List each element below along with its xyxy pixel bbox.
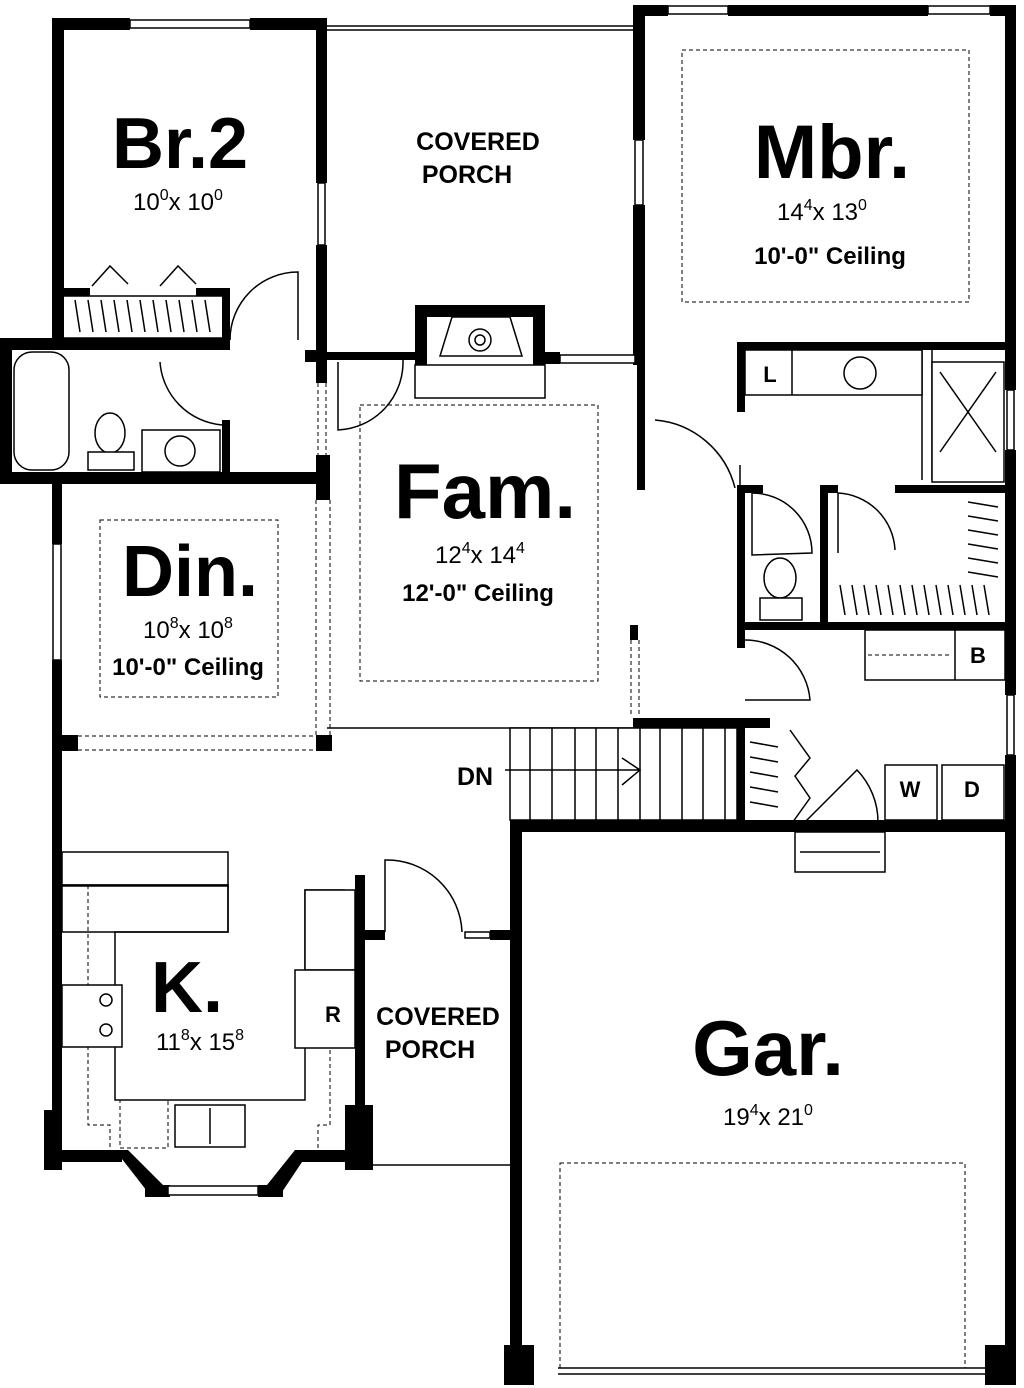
porch-label: COVERED (376, 1003, 500, 1031)
room-fam: Fam. 124x 144 12'-0" Ceiling (394, 447, 576, 607)
room-name: Br.2 (112, 104, 248, 184)
room-br2: Br.2 100x 100 (112, 104, 248, 216)
room-name: Mbr. (754, 110, 910, 195)
porch-label: PORCH (422, 161, 512, 189)
porch-label: PORCH (385, 1036, 475, 1064)
bench-label: B (970, 643, 986, 668)
porch-label: COVERED (416, 128, 540, 156)
room-din: Din. 108x 108 10'-0" Ceiling (112, 532, 264, 681)
room-kitchen: K. 118x 158 (151, 948, 244, 1056)
walls (0, 5, 1016, 1385)
room-name: Fam. (394, 447, 576, 535)
ceiling-height: 12'-0" Ceiling (402, 580, 554, 607)
room-mbr: Mbr. 144x 130 10'-0" Ceiling (754, 110, 910, 270)
room-name: Gar. (692, 1004, 844, 1092)
room-name: K. (151, 948, 223, 1028)
ceiling-height: 10'-0" Ceiling (754, 243, 906, 270)
room-name: Din. (122, 532, 258, 612)
linen-label: L (763, 362, 776, 387)
washer-label: W (900, 777, 921, 802)
fixtures (13, 49, 1006, 1150)
refrigerator-label: R (325, 1002, 341, 1027)
room-dimensions: 100x 100 (133, 187, 223, 216)
room-dimensions: 144x 130 (777, 197, 867, 226)
covered-porch-rear: COVERED PORCH (416, 128, 540, 189)
stairs-down-label: DN (457, 763, 493, 791)
room-dimensions: 118x 158 (156, 1027, 244, 1056)
room-dimensions: 194x 210 (723, 1102, 813, 1131)
covered-porch-front: COVERED PORCH (376, 1003, 500, 1064)
ceiling-height: 10'-0" Ceiling (112, 654, 264, 681)
room-dimensions: 108x 108 (143, 615, 233, 644)
room-garage: Gar. 194x 210 (692, 1004, 844, 1131)
dryer-label: D (964, 777, 980, 802)
room-dimensions: 124x 144 (435, 540, 525, 569)
